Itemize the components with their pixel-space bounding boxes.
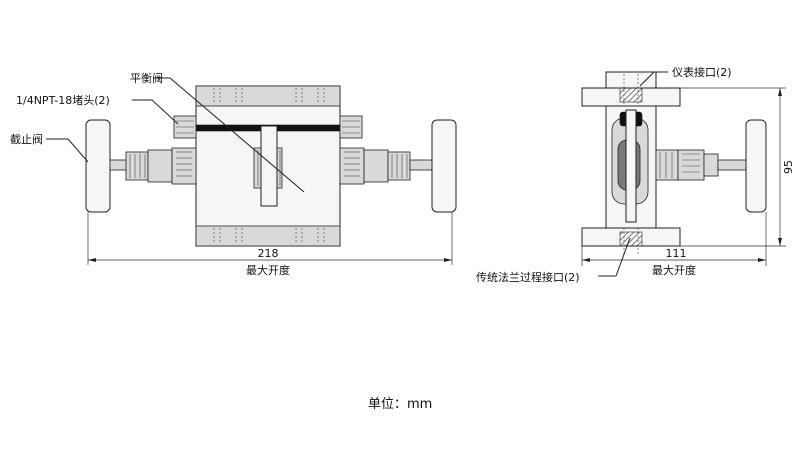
shutoff-valve-leader [46, 138, 89, 163]
left-npt-plug [173, 115, 197, 139]
right-shutoff-valve [339, 119, 457, 213]
unit-label: 单位：mm [368, 397, 433, 412]
instrument-boss [605, 71, 657, 89]
front-width-value: 218 [258, 247, 279, 260]
body-bottom-flange [195, 225, 341, 247]
side-width-value: 111 [666, 247, 687, 260]
right-npt-plug [339, 115, 363, 139]
balance-valve-label: 平衡阀 [130, 71, 163, 85]
process-port-leader [598, 237, 631, 277]
instrument-port-label: 仪表接口(2) [672, 65, 732, 79]
balance-valve [253, 125, 283, 207]
instrument-port-leader [639, 71, 668, 87]
npt-plug-leader [132, 99, 179, 125]
side-height-value: 95 [782, 160, 795, 174]
right-handwheel [431, 119, 457, 213]
side-width-caption: 最大开度 [652, 263, 696, 277]
front-width-caption: 最大开度 [246, 263, 290, 277]
left-shutoff-valve [85, 119, 197, 213]
side-view [581, 71, 786, 277]
side-handwheel [745, 119, 767, 213]
process-port-label: 传统法兰过程接口(2) [476, 270, 580, 284]
front-view [46, 77, 457, 265]
shutoff-valve-label: 截止阀 [10, 132, 43, 146]
left-handwheel [85, 119, 111, 213]
balance-valve-leader [156, 77, 305, 193]
npt-plug-label: 1/4NPT-18堵头(2) [16, 93, 110, 107]
body-top-flange [195, 85, 341, 107]
